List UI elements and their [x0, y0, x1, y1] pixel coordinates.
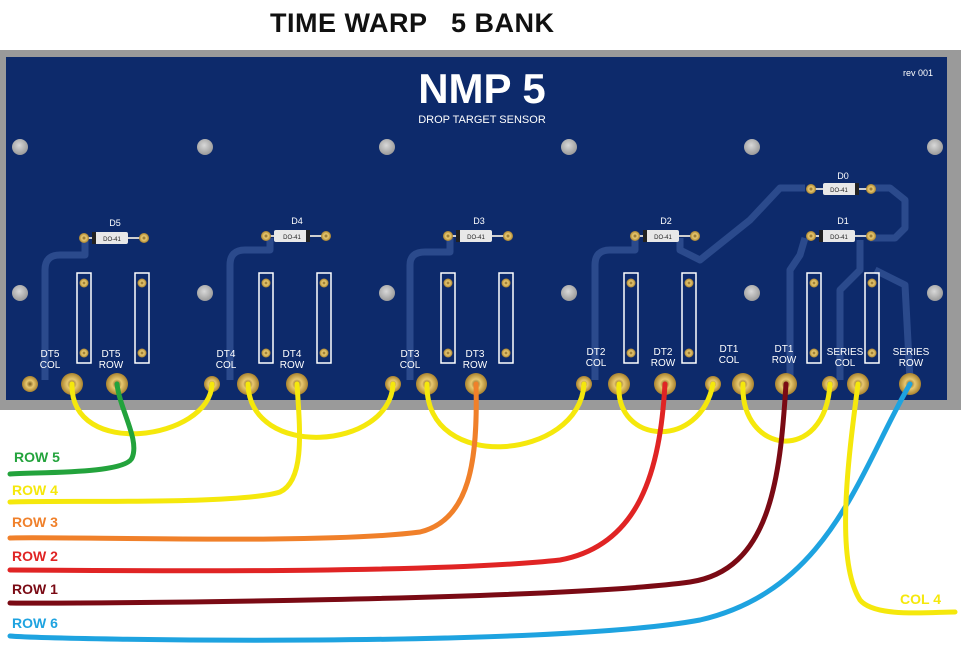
- pcb-traces: [41, 184, 914, 381]
- terminal-label-line2: COL: [586, 358, 607, 369]
- wire-row-6: [7, 381, 913, 643]
- diode-label: D5: [109, 218, 121, 228]
- terminal-label-line1: DT2: [587, 347, 606, 358]
- terminal-label-line2: COL: [40, 360, 61, 371]
- diode-label: D3: [473, 216, 485, 226]
- board-subtitle: DROP TARGET SENSOR: [418, 114, 546, 126]
- diode-package: DO-41: [654, 235, 672, 241]
- wire-row-4: [7, 381, 302, 505]
- page-title: TIME WARP 5 BANK: [270, 8, 555, 38]
- diode-package: DO-41: [283, 235, 301, 241]
- terminal-label-line1: DT4: [217, 349, 236, 360]
- terminal-label-line1: DT1: [720, 344, 739, 355]
- wire-label-col-4: COL 4: [900, 591, 941, 607]
- wires: [7, 381, 958, 643]
- diode-label: D0: [837, 171, 849, 181]
- terminal-label-line2: COL: [719, 355, 740, 366]
- wire-labels: ROW 5 ROW 4 ROW 3 ROW 2 ROW 1 ROW 6 COL …: [12, 449, 941, 631]
- diode-d4: D4 DO-41: [261, 216, 331, 242]
- board-revision: rev 001: [903, 68, 933, 78]
- wire-row-2: [7, 381, 668, 574]
- wire-label-row-3: ROW 3: [12, 514, 58, 530]
- switch-pads: [79, 278, 877, 358]
- diode-d1: D1 DO-41: [806, 216, 876, 242]
- wire-label-row-1: ROW 1: [12, 581, 58, 597]
- wire-row-5: [7, 381, 137, 477]
- terminal-label-line1: DT4: [283, 349, 302, 360]
- terminal-label-line2: ROW: [99, 360, 124, 371]
- board-name: NMP 5: [418, 65, 546, 112]
- diode-package: DO-41: [103, 237, 121, 243]
- terminal-label-line1: DT1: [775, 344, 794, 355]
- terminal-label-line1: DT3: [466, 349, 485, 360]
- terminal-label-line2: ROW: [772, 355, 797, 366]
- wire-row-3: [7, 381, 479, 542]
- diode-package: DO-41: [830, 188, 848, 194]
- mounting-holes: [12, 139, 943, 301]
- diode-label: D4: [291, 216, 303, 226]
- terminal-label-line2: ROW: [280, 360, 305, 371]
- wire-label-row-2: ROW 2: [12, 548, 58, 564]
- col-jumpers: [69, 381, 833, 450]
- switch-footprints: [76, 272, 880, 364]
- wire-col-4: [843, 381, 958, 616]
- wire-label-row-5: ROW 5: [14, 449, 60, 465]
- terminal-label-line2: COL: [216, 360, 237, 371]
- terminal-label-line2: ROW: [463, 360, 488, 371]
- diode-d3: D3 DO-41: [443, 216, 513, 242]
- terminal-label-line1: DT2: [654, 347, 673, 358]
- terminal-label-line1: DT3: [401, 349, 420, 360]
- terminal-label-line1: DT5: [41, 349, 60, 360]
- diode-package: DO-41: [830, 235, 848, 241]
- terminal-label-line1: SERIES: [893, 347, 930, 358]
- terminal-label-line2: COL: [835, 358, 856, 369]
- diode-d0: D0 DO-41: [806, 171, 876, 195]
- diode-label: D2: [660, 216, 672, 226]
- wire-label-row-6: ROW 6: [12, 615, 58, 631]
- terminal-label-line2: ROW: [651, 358, 676, 369]
- wire-row-1: [7, 381, 789, 606]
- terminal-label-line1: SERIES: [827, 347, 864, 358]
- terminal-label-line2: COL: [400, 360, 421, 371]
- terminal-label-line1: DT5: [102, 349, 121, 360]
- diode-d5: D5 DO-41: [79, 218, 149, 244]
- diode-label: D1: [837, 216, 849, 226]
- diode-package: DO-41: [467, 235, 485, 241]
- wire-label-row-4: ROW 4: [12, 482, 58, 498]
- terminal-label-line2: ROW: [899, 358, 924, 369]
- diode-d2: D2 DO-41: [630, 216, 700, 242]
